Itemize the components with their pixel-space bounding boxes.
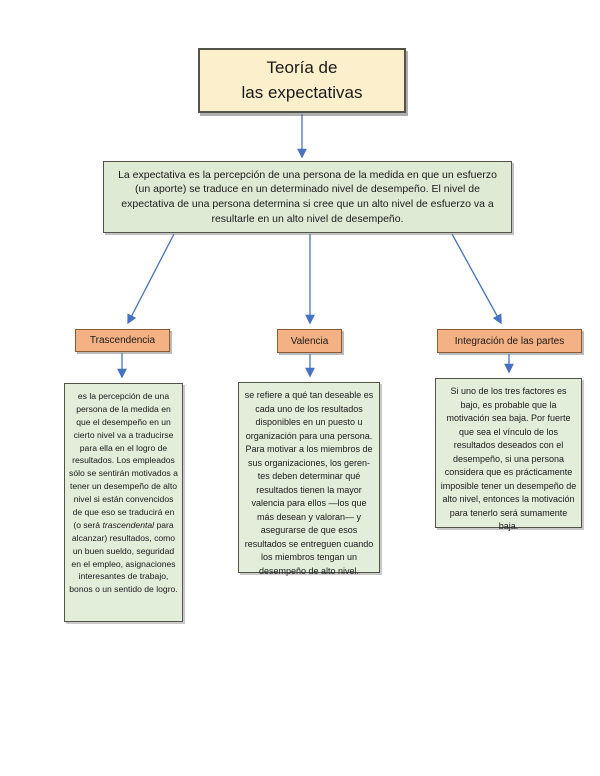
branch-description-valencia: se refiere a qué tan deseable es cada un… xyxy=(238,382,380,576)
description-text: Si uno de los tres factores es bajo, es … xyxy=(441,386,577,531)
arrow-definition-to-integracion xyxy=(451,233,502,325)
branch-label-text: Valencia xyxy=(290,335,329,347)
description-text: se refiere a qué tan deseable es cada un… xyxy=(245,390,374,576)
branch-description-integracion: Si uno de los tres factores es bajo, es … xyxy=(435,378,582,531)
branch-label-trascendencia: Trascendencia xyxy=(75,329,170,352)
diagram-title: Teoría de las expectativas xyxy=(241,57,363,102)
branch-label-valencia: Valencia xyxy=(277,329,342,353)
title-node: Teoría de las expectativas xyxy=(198,48,406,113)
description-italic-part: trascendental xyxy=(102,519,155,530)
description-text: es la percepción de una persona de la me… xyxy=(69,391,178,594)
branch-label-integracion: Integración de las partes xyxy=(437,329,582,353)
description-part: Si uno de los tres factores es bajo, es … xyxy=(440,386,577,531)
branch-label-text: Integración de las partes xyxy=(454,335,565,347)
description-part: para alcanzar) resultados, como un buen … xyxy=(69,519,178,595)
description-part: se refiere a qué tan deseable es cada un… xyxy=(244,390,374,576)
branch-description-trascendencia: es la percepción de una persona de la me… xyxy=(64,383,183,622)
arrow-definition-to-trascendencia xyxy=(127,233,175,325)
branch-label-text: Trascendencia xyxy=(89,335,156,346)
definition-text: La expectativa es la percepción de una p… xyxy=(118,168,497,225)
description-part: es la percepción de una persona de la me… xyxy=(69,391,178,530)
definition-node: La expectativa es la percepción de una p… xyxy=(103,161,512,233)
